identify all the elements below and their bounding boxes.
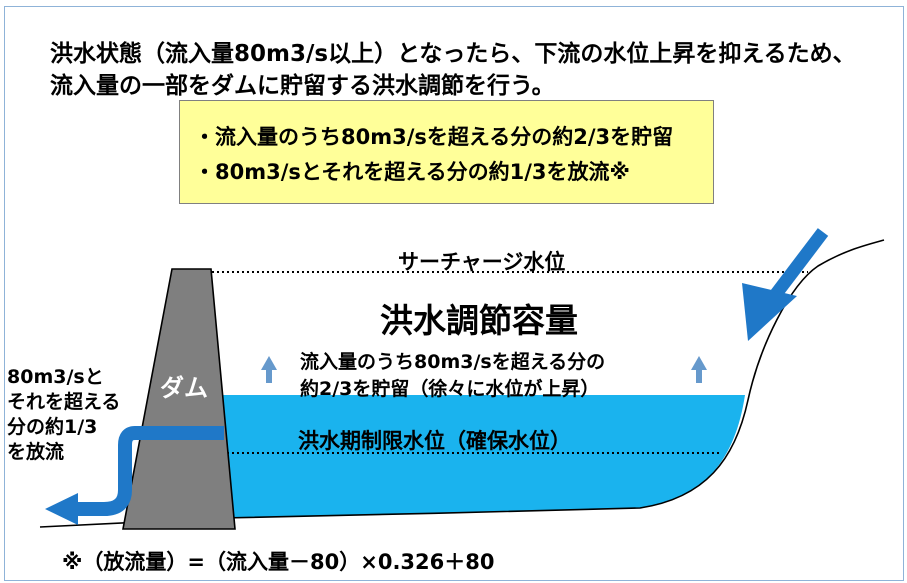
inflow-arrow-shaft	[770, 228, 829, 298]
summary-note-line-2: ・80m3/sとそれを超える分の約1/3を放流※	[194, 160, 630, 184]
rising-arrow-right	[691, 356, 707, 383]
outflow-arrow-head	[45, 493, 78, 525]
dam-label: ダム	[160, 374, 208, 402]
dam-body	[122, 268, 236, 530]
terrain-line	[39, 239, 885, 528]
summary-note-line-1: ・流入量のうち80m3/sを超える分の約2/3を貯留	[194, 125, 674, 149]
outflow-note-line-2: それを超える	[7, 391, 121, 413]
rising-arrow-left	[261, 356, 277, 383]
surcharge-level-label: サーチャージ水位	[398, 250, 566, 274]
intro-line-1: 洪水状態（流入量80m3/s以上）となったら、下流の水位上昇を抑えるため、	[50, 41, 856, 67]
reservoir-water	[222, 395, 745, 518]
flood-season-level-label: 洪水期制限水位（確保水位）	[298, 429, 571, 453]
summary-note-box: ・流入量のうち80m3/sを超える分の約2/3を貯留 ・80m3/sとそれを超え…	[179, 100, 714, 204]
outflow-arrow-shaft	[74, 426, 224, 516]
storage-note-line-1: 流入量のうち80m3/sを超える分の	[300, 351, 606, 373]
diagram-frame	[4, 6, 904, 581]
discharge-formula: ※（放流量）=（流入量－80）×0.326＋80	[62, 550, 495, 574]
flood-control-capacity-label: 洪水調節容量	[380, 301, 578, 340]
outflow-note-line-4: を放流	[7, 441, 65, 463]
outflow-note-line-3: 分の約1/3	[7, 416, 98, 438]
intro-line-2: 流入量の一部をダムに貯留する洪水調節を行う。	[50, 73, 555, 99]
storage-note-line-2: 約2/3を貯留（徐々に水位が上昇）	[300, 378, 600, 400]
outflow-note-line-1: 80m3/sと	[7, 366, 104, 388]
inflow-arrow-head	[742, 283, 797, 341]
